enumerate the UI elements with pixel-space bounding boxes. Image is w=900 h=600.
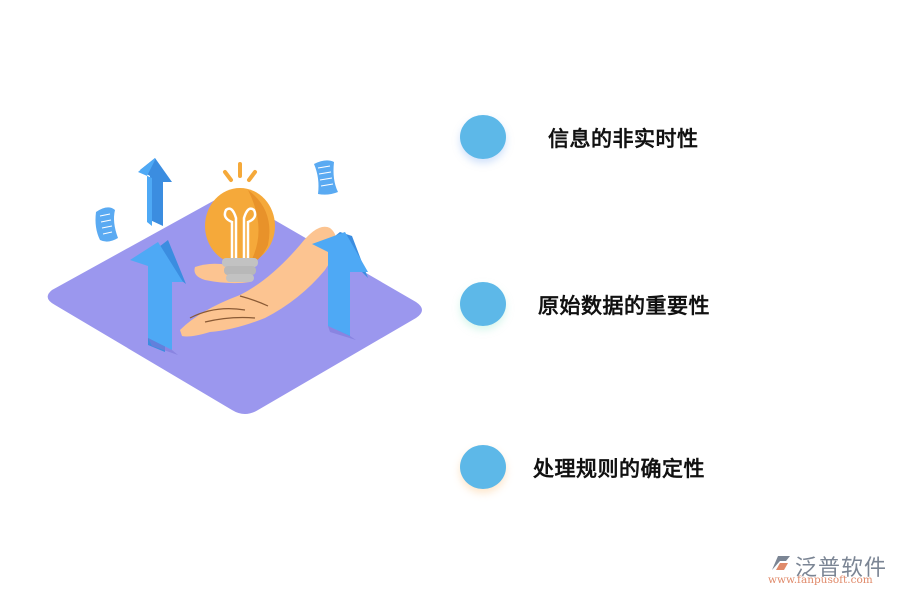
- brand-logo: 泛普软件 www.fanpusoft.com: [768, 552, 898, 592]
- lightbulb-icon: [205, 162, 275, 282]
- illustration-hand-lightbulb: [47, 158, 423, 414]
- logo-name: 泛普软件: [795, 556, 888, 581]
- logo-mark-icon: [772, 556, 790, 570]
- document-icon: [95, 207, 118, 242]
- logo-url: www.fanpusoft.com: [768, 574, 873, 586]
- bullet-circle-icon: [460, 115, 506, 159]
- arrow-up-icon: [312, 232, 368, 340]
- item-label: 处理规则的确定性: [533, 457, 705, 481]
- bullet-circle-icon: [460, 282, 506, 326]
- arrow-up-icon: [130, 240, 186, 355]
- bullet-circle-icon: [460, 445, 506, 489]
- list-item: 处理规则的确定性: [460, 443, 780, 493]
- list-item: 信息的非实时性: [460, 113, 780, 163]
- list-item: 原始数据的重要性: [460, 280, 780, 330]
- document-icon: [314, 160, 338, 195]
- item-label: 信息的非实时性: [548, 127, 699, 151]
- arrow-up-icon: [138, 158, 172, 226]
- item-label: 原始数据的重要性: [538, 294, 710, 318]
